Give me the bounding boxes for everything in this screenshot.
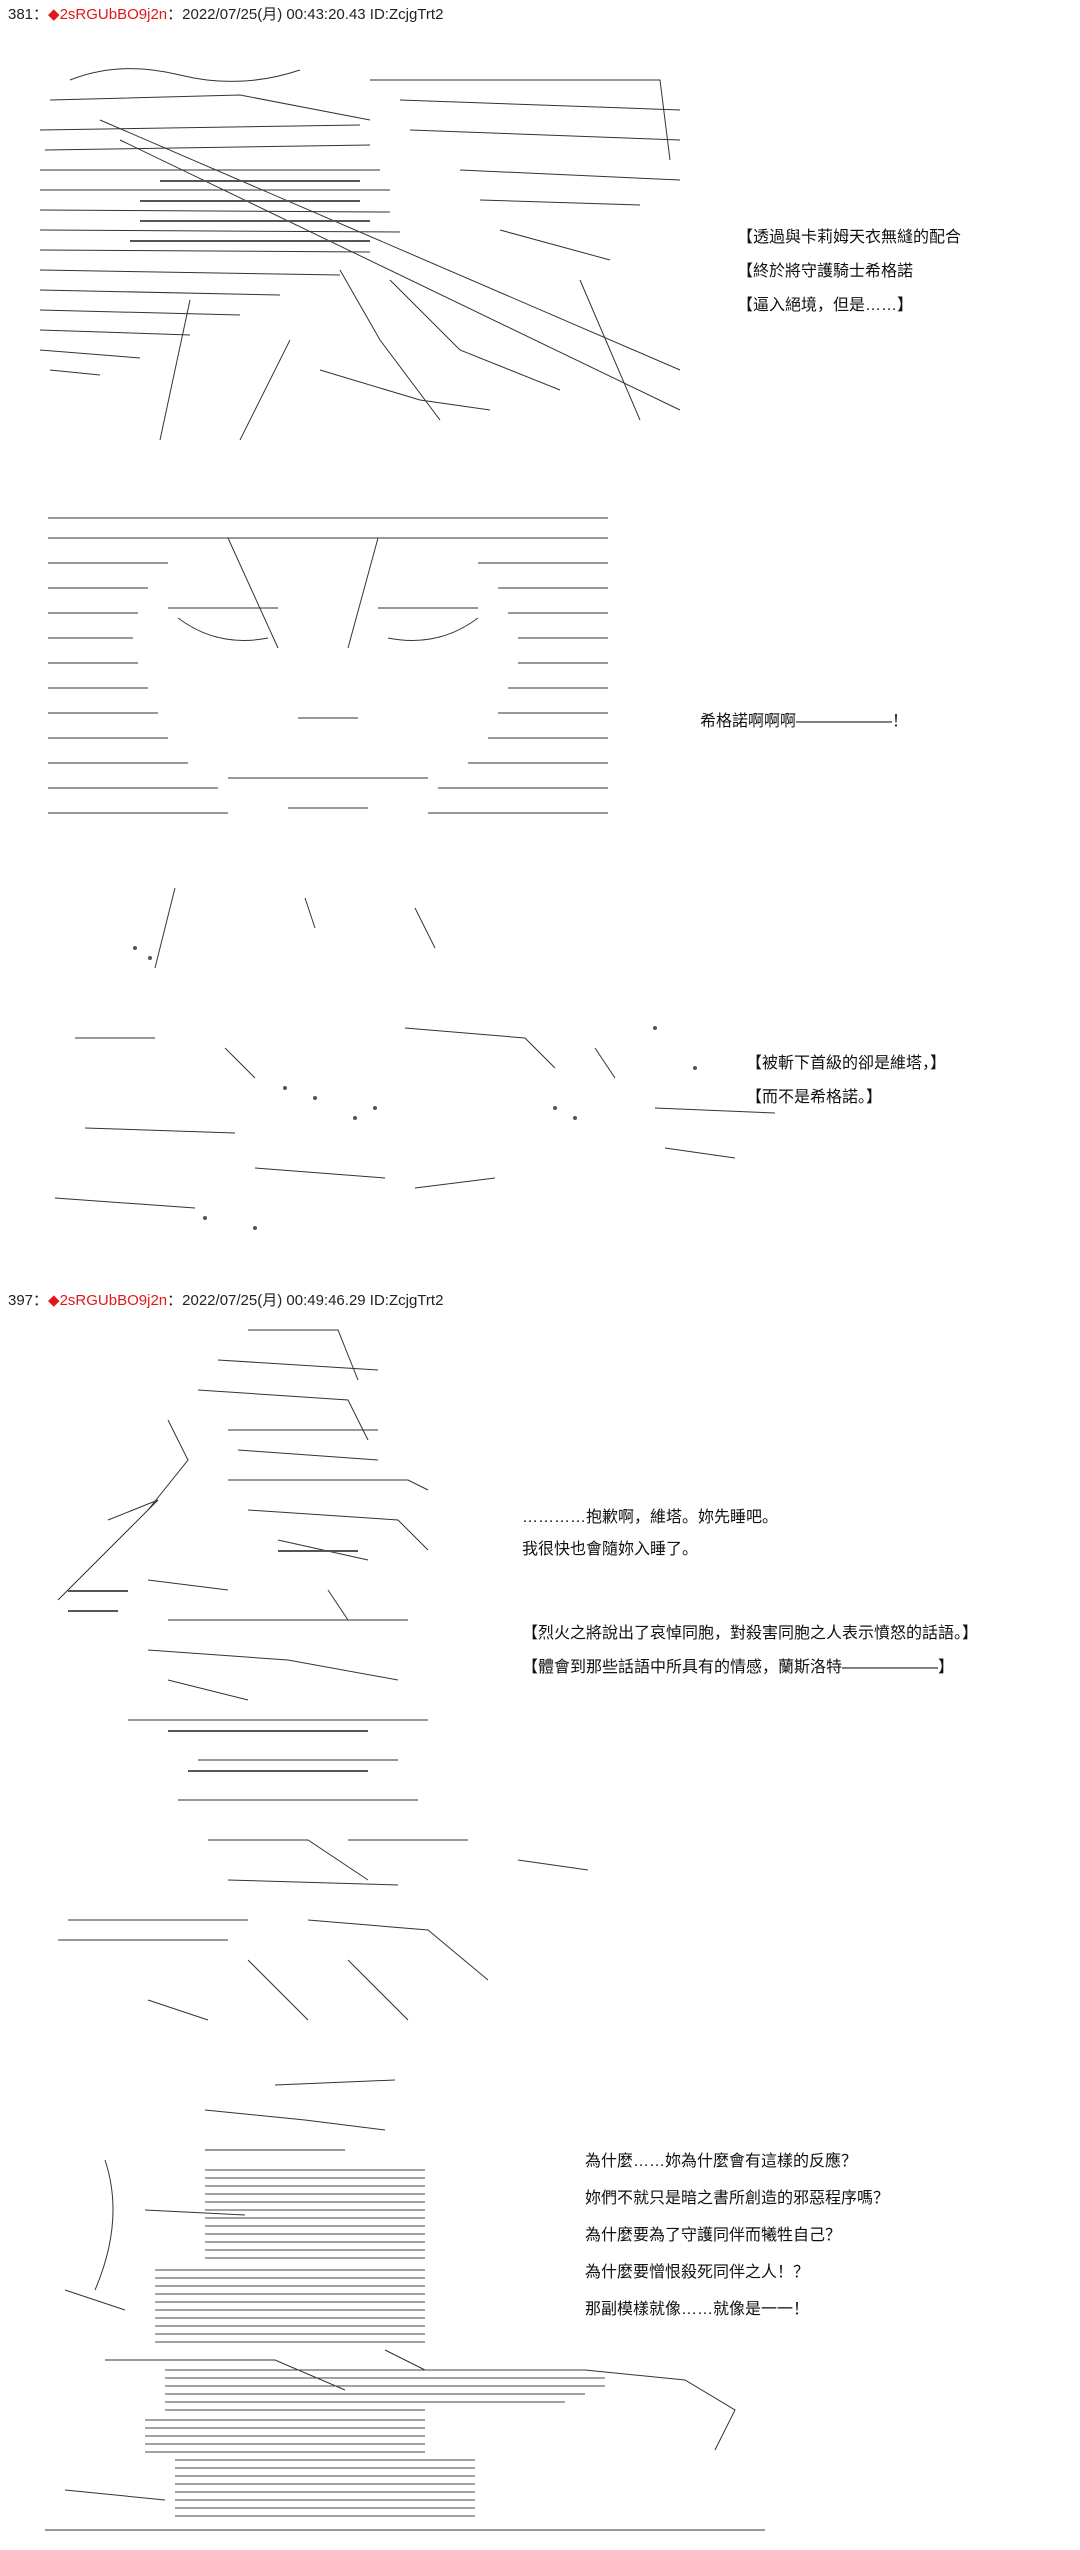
- ascii-art-face-closeup: [48, 508, 618, 848]
- narration-box: 【透過與卡莉姆天衣無縫的配合 【終於將守護騎士希格諾 【逼入絕境，但是……】: [737, 228, 961, 316]
- dialogue-box: …………抱歉啊，維塔。妳先睡吧。 我很快也會隨妳入睡了。: [522, 1508, 778, 1560]
- dialogue-box: 為什麼……妳為什麼會有這樣的反應？ 妳們不就只是暗之書所創造的邪惡程序嗎？ 為什…: [585, 2152, 889, 2320]
- post-meta: ：2022/07/25(月) 00:49:46.29 ID:ZcjgTrt2: [167, 1292, 444, 1309]
- post-separator: ：: [33, 1292, 49, 1309]
- ascii-art-swordswoman: [48, 1320, 648, 2030]
- dialogue-line: 為什麼要憎恨殺死同伴之人！？: [585, 2264, 810, 2281]
- post-meta: ：2022/07/25(月) 00:43:20.43 ID:ZcjgTrt2: [167, 6, 444, 23]
- dialogue-line: 那副模樣就像……就像是一一！: [585, 2301, 810, 2318]
- dialogue-line: 妳們不就只是暗之書所創造的邪惡程序嗎？: [585, 2190, 890, 2207]
- dialogue-line: 我很快也會隨妳入睡了。: [522, 1541, 699, 1558]
- dialogue-line: 希格諾啊啊啊——————！: [700, 712, 908, 732]
- narration-line: 【烈火之將說出了哀悼同胞，對殺害同胞之人表示憤怒的話語。】: [522, 1625, 979, 1642]
- narration-line: 【而不是希格諾。】: [746, 1089, 883, 1106]
- narration-box: 【烈火之將說出了哀悼同胞，對殺害同胞之人表示憤怒的話語。】 【體會到那些話語中所…: [522, 1624, 978, 1678]
- narration-line: 【逼入絕境，但是……】: [737, 297, 914, 314]
- ascii-art-fragments: [55, 888, 835, 1238]
- post-separator: ：: [33, 6, 49, 23]
- dialogue-text: 希格諾啊啊啊——————！: [700, 713, 909, 730]
- post-number: 397: [8, 1292, 34, 1309]
- post-tripcode[interactable]: 2sRGUbBO9j2n: [59, 6, 168, 23]
- trip-diamond-icon: ◆: [48, 1292, 60, 1309]
- dialogue-line: 為什麼……妳為什麼會有這樣的反應？: [585, 2153, 858, 2170]
- post-header-397: 397：◆2sRGUbBO9j2n：2022/07/25(月) 00:49:46…: [8, 1292, 443, 1310]
- narration-line: 【體會到那些話語中所具有的情感，蘭斯洛特——————】: [522, 1659, 955, 1676]
- ascii-art-silhouette: [45, 2070, 785, 2540]
- dialogue-line: 為什麼要為了守護同伴而犧牲自己？: [585, 2227, 842, 2244]
- ascii-art-battle-scene: [40, 40, 690, 460]
- post-number: 381: [8, 6, 34, 23]
- trip-diamond-icon: ◆: [48, 6, 60, 23]
- post-header-381: 381：◆2sRGUbBO9j2n：2022/07/25(月) 00:43:20…: [8, 6, 443, 24]
- narration-box: 【被斬下首級的卻是維塔，】 【而不是希格諾。】: [746, 1054, 946, 1108]
- narration-line: 【被斬下首級的卻是維塔，】: [746, 1055, 947, 1072]
- narration-line: 【終於將守護騎士希格諾: [737, 263, 914, 280]
- dialogue-line: …………抱歉啊，維塔。妳先睡吧。: [522, 1509, 779, 1526]
- narration-line: 【透過與卡莉姆天衣無縫的配合: [737, 229, 962, 246]
- post-tripcode[interactable]: 2sRGUbBO9j2n: [59, 1292, 168, 1309]
